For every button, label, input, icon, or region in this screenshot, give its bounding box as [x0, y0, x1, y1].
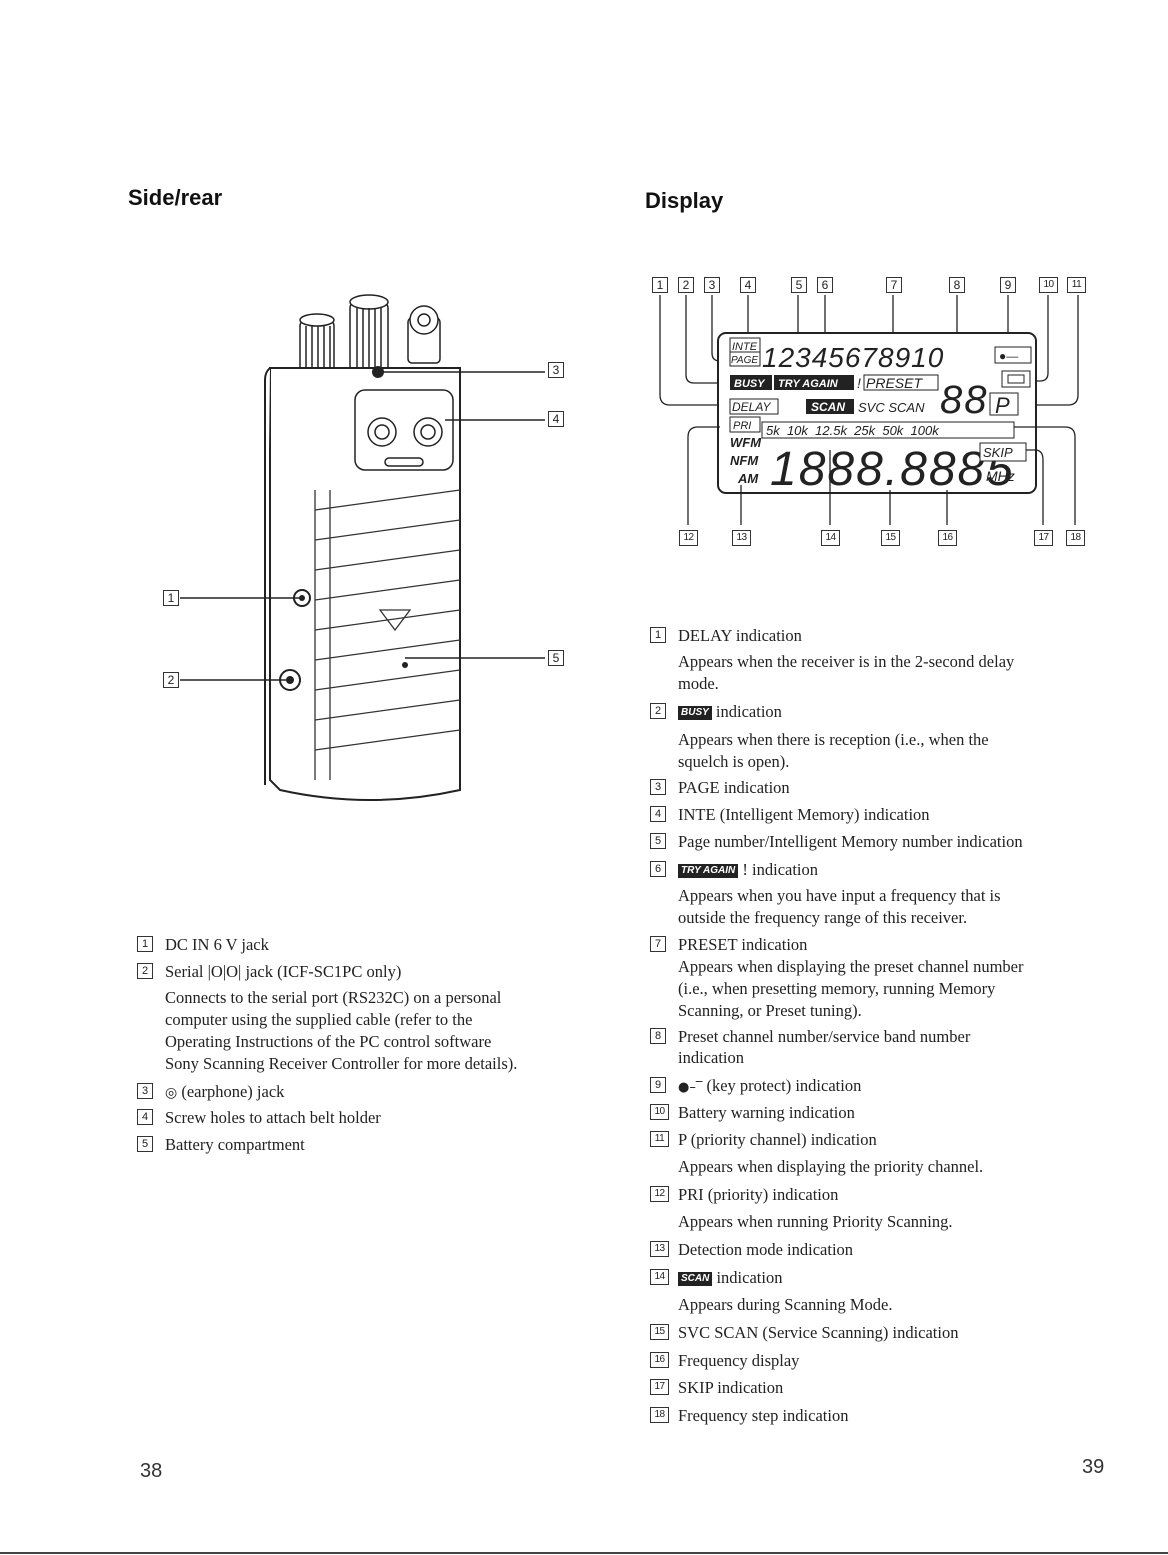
serial-desc-line-3: Operating Instructions of the PC control… [165, 1032, 492, 1051]
item-7-desc-2: (i.e., when presetting memory, running M… [678, 979, 996, 998]
item-6-desc-2: outside the frequency range of this rece… [678, 908, 968, 927]
svg-text:88: 88 [940, 378, 989, 422]
callout-2: 2 [163, 672, 179, 688]
item-1-desc-2: mode. [678, 674, 719, 693]
serial-desc-line-4: Sony Scanning Receiver Controller for mo… [165, 1054, 518, 1073]
svg-text:DELAY: DELAY [732, 400, 771, 414]
item-2-desc-2: squelch is open). [678, 752, 790, 771]
callout-5: 5 [548, 650, 564, 666]
callout-1: 1 [163, 590, 179, 606]
svg-text:SVC SCAN: SVC SCAN [858, 400, 925, 415]
item-14-desc-1: Appears during Scanning Mode. [678, 1295, 893, 1314]
svg-text:WFM: WFM [730, 435, 762, 450]
svg-text:SCAN: SCAN [811, 400, 845, 414]
lcd-callout-8: 8 [949, 277, 965, 293]
svg-text:P: P [995, 393, 1010, 418]
lcd-callout-3: 3 [704, 277, 720, 293]
svg-text:1888.8885: 1888.8885 [770, 443, 1015, 496]
lcd-callout-16: 16 [938, 530, 957, 546]
page-number-left: 38 [140, 1460, 163, 1482]
svg-text:12345678910: 12345678910 [762, 342, 944, 373]
svg-text:INTE: INTE [732, 341, 758, 353]
lcd-callout-5: 5 [791, 277, 807, 293]
svg-text:TRY AGAIN: TRY AGAIN [778, 378, 839, 390]
lcd-callout-14: 14 [821, 530, 840, 546]
item-11-desc-1: Appears when displaying the priority cha… [678, 1157, 984, 1176]
lcd-callout-6: 6 [817, 277, 833, 293]
lcd-callout-11: 11 [1067, 277, 1086, 293]
item-8-desc-1: indication [678, 1048, 744, 1067]
svg-text:MHz: MHz [986, 468, 1015, 484]
lcd-callout-15: 15 [881, 530, 900, 546]
receiver-side-illustration [264, 294, 461, 801]
svg-text:!: ! [857, 375, 861, 391]
side-rear-heading: Side/rear [128, 185, 223, 210]
battery-icon [1007, 374, 1025, 384]
key-icon: ●— [999, 349, 1019, 363]
lcd-callout-1: 1 [652, 277, 668, 293]
lcd-callout-17: 17 [1034, 530, 1053, 546]
display-heading: Display [645, 188, 724, 213]
svg-text:5k 10k 12.5k 25k 50k 100k: 5k 10k 12.5k 25k 50k 100k [766, 423, 940, 438]
key-protect-icon: ●–‾ [678, 1080, 703, 1095]
left-callout-lines [180, 371, 545, 681]
lcd-callout-4: 4 [740, 277, 756, 293]
lcd-callout-7: 7 [886, 277, 902, 293]
serial-desc-line-2: computer using the supplied cable (refer… [165, 1010, 473, 1029]
lcd-callout-2: 2 [678, 277, 694, 293]
item-7-desc-1: Appears when displaying the preset chann… [678, 957, 1024, 976]
page-number-right: 39 [1082, 1456, 1105, 1478]
earphone-icon: ◎ [165, 1085, 178, 1101]
item-12-desc-1: Appears when running Priority Scanning. [678, 1212, 953, 1231]
svg-text:BUSY: BUSY [734, 378, 766, 390]
lcd-callout-10: 10 [1039, 277, 1058, 293]
try-again-badge: TRY AGAIN [678, 864, 739, 879]
svg-text:PAGE: PAGE [731, 355, 758, 366]
svg-text:PRI: PRI [733, 420, 751, 432]
lcd-callout-18: 18 [1066, 530, 1085, 546]
scan-badge: SCAN [678, 1272, 713, 1287]
item-2-desc-1: Appears when there is reception (i.e., w… [678, 730, 989, 749]
item-7-desc-3: Scanning, or Preset tuning). [678, 1001, 862, 1020]
lcd-callout-12: 12 [679, 530, 698, 546]
svg-text:NFM: NFM [730, 453, 759, 468]
svg-text:PRESET: PRESET [866, 375, 923, 391]
svg-text:AM: AM [737, 471, 759, 486]
lcd-display-diagram: INTE PAGE 12345678910 ●— BUSY TRY AGAIN … [659, 295, 1079, 525]
svg-text:SKIP: SKIP [983, 445, 1013, 460]
item-6-desc-1: Appears when you have input a frequency … [678, 886, 1001, 905]
item-1-desc-1: Appears when the receiver is in the 2-se… [678, 652, 1015, 671]
lcd-callout-9: 9 [1000, 277, 1016, 293]
callout-3: 3 [548, 362, 564, 378]
bottom-rule [0, 1552, 1168, 1554]
lcd-callout-13: 13 [732, 530, 751, 546]
callout-4: 4 [548, 411, 564, 427]
serial-desc-line-1: Connects to the serial port (RS232C) on … [165, 988, 502, 1007]
busy-badge: BUSY [678, 706, 712, 721]
